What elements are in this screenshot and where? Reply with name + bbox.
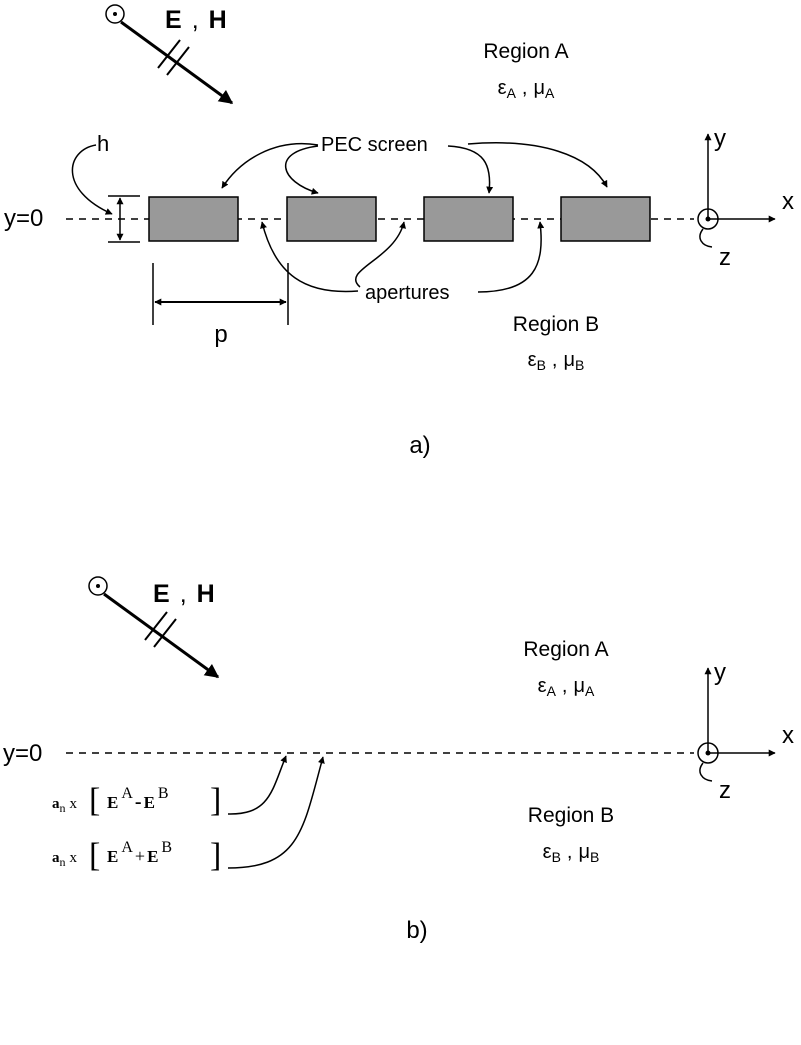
region-a-params: εA,μA [498,77,555,101]
y-axis-label: y [714,659,726,686]
pec-screen-label: PEC screen [321,134,428,156]
incident-wave-a: E,H [105,4,234,105]
field-labels: E,H [153,580,215,608]
p-label: p [214,321,227,348]
pec-strip [148,196,239,242]
z-axis-label: z [719,777,731,804]
panel-a: E,H Region A εA,μA y=0 h PEC screen [4,4,794,459]
pec-strip [560,196,651,242]
tick-mark [153,618,177,648]
svg-text:anx: anx [52,850,78,869]
region-b-title: Region B [528,804,614,827]
region-a-title: Region A [523,638,608,661]
pec-strip [423,196,514,242]
pec-strip [286,196,377,242]
z-axis-label: z [719,244,731,271]
svg-text:EA+EB: EA+EB [107,839,172,866]
incident-wave-b: E,H [88,576,220,679]
x-axis-label: x [782,722,794,749]
svg-text:[: [ [89,782,100,819]
svg-text:]: ] [210,782,221,819]
pec-screen-arrows [221,142,608,195]
y0-label: y=0 [3,740,42,767]
h-dimension: h [71,131,140,243]
svg-text:]: ] [210,837,221,874]
region-a-label: Region A εA,μA [483,40,568,101]
y0-label: y=0 [4,205,43,232]
region-a-label: Region A εA,μA [523,638,608,699]
field-labels: E,H [165,6,227,34]
electric-current-arrow [227,756,325,869]
region-a-title: Region A [483,40,568,63]
wave-direction-arrow [103,592,220,679]
apertures-label: apertures [365,282,450,304]
z-axis-out-of-page-icon [697,742,719,764]
coordinate-axes-a: y x z [697,125,794,271]
tick-mark [166,46,190,76]
svg-text:EA-EB: EA-EB [107,785,169,813]
region-b-params: εB,μB [528,349,585,373]
coordinate-axes-b: y x z [697,659,794,804]
svg-text:anx: anx [52,796,78,815]
region-b-label: Region B εB,μB [528,804,614,865]
caption-b: b) [406,917,427,944]
out-of-page-icon [105,4,125,24]
x-axis-label: x [782,188,794,215]
region-b-label: Region B εB,μB [513,313,599,373]
magnetic-current-arrow [227,755,287,815]
z-axis-out-of-page-icon [697,208,719,230]
h-label: h [97,131,109,156]
svg-text:[: [ [89,837,100,874]
tick-mark [157,39,181,69]
region-b-params: εB,μB [543,841,600,865]
y-axis-label: y [714,125,726,152]
tick-mark [144,611,168,641]
h-pointer-arrow [71,144,113,215]
region-a-params: εA,μA [538,675,595,699]
region-b-title: Region B [513,313,599,336]
out-of-page-icon [88,576,108,596]
aperture-arrows [260,221,545,293]
p-dimension: p [152,263,289,348]
caption-a: a) [409,432,430,459]
